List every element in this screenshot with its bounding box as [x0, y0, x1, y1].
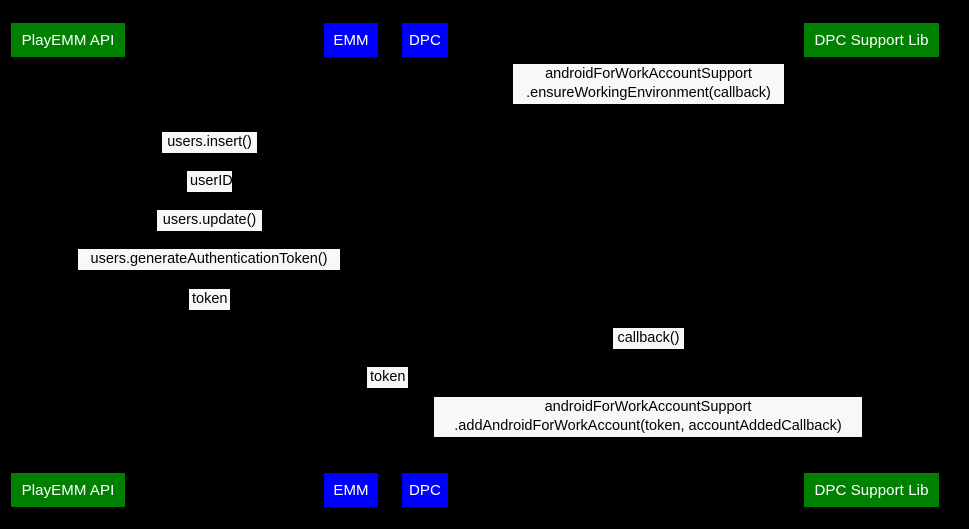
message-label-callback: callback()	[613, 328, 684, 349]
participant-label: EMM	[333, 481, 369, 499]
participant-label: PlayEMM API	[21, 481, 115, 499]
message-label-user-id: userID	[187, 171, 233, 192]
message-label-token-second: token	[367, 367, 408, 388]
participant-label: DPC Support Lib	[814, 481, 929, 499]
participant-dpc-support-lib-top[interactable]: DPC Support Lib	[804, 23, 939, 57]
participant-dpc-bottom[interactable]: DPC	[402, 473, 448, 507]
message-label-users-update: users.update()	[157, 210, 262, 231]
message-label-token-first: token	[189, 289, 230, 310]
participant-label: EMM	[333, 31, 369, 49]
participant-label: DPC Support Lib	[814, 31, 929, 49]
participant-playemm-api-top[interactable]: PlayEMM API	[11, 23, 125, 57]
participant-dpc-support-lib-bottom[interactable]: DPC Support Lib	[804, 473, 939, 507]
participant-label: PlayEMM API	[21, 31, 115, 49]
participant-label: DPC	[409, 31, 441, 49]
participant-emm-bottom[interactable]: EMM	[324, 473, 378, 507]
message-label-generate-authentication-token: users.generateAuthenticationToken()	[78, 249, 340, 270]
message-label-add-android-for-work-account: androidForWorkAccountSupport .addAndroid…	[434, 397, 862, 437]
participant-dpc-top[interactable]: DPC	[402, 23, 448, 57]
participant-label: DPC	[409, 481, 441, 499]
message-label-users-insert: users.insert()	[162, 132, 257, 153]
participant-emm-top[interactable]: EMM	[324, 23, 378, 57]
participant-playemm-api-bottom[interactable]: PlayEMM API	[11, 473, 125, 507]
message-label-ensure-working-environment: androidForWorkAccountSupport .ensureWork…	[513, 64, 784, 104]
